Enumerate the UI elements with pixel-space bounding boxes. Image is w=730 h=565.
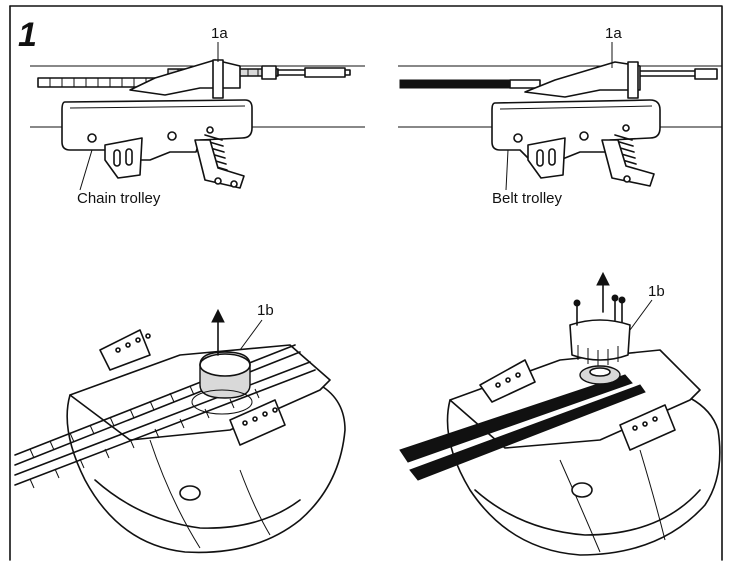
belt-trolley-upper-plate bbox=[524, 61, 641, 98]
belt-strip-lower bbox=[409, 384, 646, 481]
step-number: 1 bbox=[18, 16, 37, 54]
belt-motor-light-lens bbox=[571, 482, 593, 498]
chain-1b-label: 1b bbox=[257, 302, 274, 319]
belt-release-arm bbox=[627, 61, 639, 99]
chain-mount-bracket-right bbox=[229, 399, 286, 446]
chain-1a-label: 1a bbox=[211, 25, 228, 42]
chain-mount-bracket-left bbox=[99, 329, 151, 371]
belt-strip bbox=[399, 79, 511, 89]
chain-strand-back bbox=[14, 361, 311, 476]
chain-1b-leader bbox=[239, 319, 263, 351]
belt-trolley-leader bbox=[505, 149, 509, 191]
chain-trolley-lever bbox=[194, 139, 245, 189]
chain-trolley-drawing bbox=[30, 42, 365, 189]
chain-motor-unit-drawing bbox=[14, 308, 346, 554]
chain-trolley-spring bbox=[204, 134, 228, 171]
belt-trolley-lever bbox=[601, 139, 655, 187]
belt-strip-upper bbox=[399, 374, 633, 463]
chain-rod-nut bbox=[261, 65, 277, 80]
chain-motor-light-lens bbox=[179, 485, 201, 501]
belt-trolley-bracket bbox=[527, 137, 566, 179]
belt-pulley-cover bbox=[569, 319, 631, 361]
belt-1b-label: 1b bbox=[648, 283, 665, 300]
chain-trolley-label: Chain trolley bbox=[77, 190, 161, 207]
chain-body-bolt-left bbox=[87, 133, 97, 143]
belt-mount-bracket-right bbox=[619, 404, 676, 451]
belt-1b-leader bbox=[629, 299, 653, 331]
belt-trolley-drawing bbox=[398, 42, 722, 187]
belt-trolley-spring bbox=[614, 134, 638, 171]
belt-clip bbox=[509, 79, 541, 89]
belt-motor-unit-drawing bbox=[399, 271, 721, 556]
chain-trolley-bracket bbox=[104, 137, 143, 179]
chain-body-bolt-right bbox=[167, 131, 177, 141]
chain-release-arm bbox=[212, 59, 224, 99]
chain-right-links bbox=[304, 67, 346, 78]
chain-trolley-leader bbox=[79, 149, 93, 191]
belt-1a-label: 1a bbox=[605, 25, 622, 42]
belt-trolley-label: Belt trolley bbox=[492, 190, 563, 207]
belt-rod-end bbox=[694, 68, 718, 80]
chain-trolley-body bbox=[61, 99, 253, 161]
frame-border bbox=[9, 5, 723, 561]
